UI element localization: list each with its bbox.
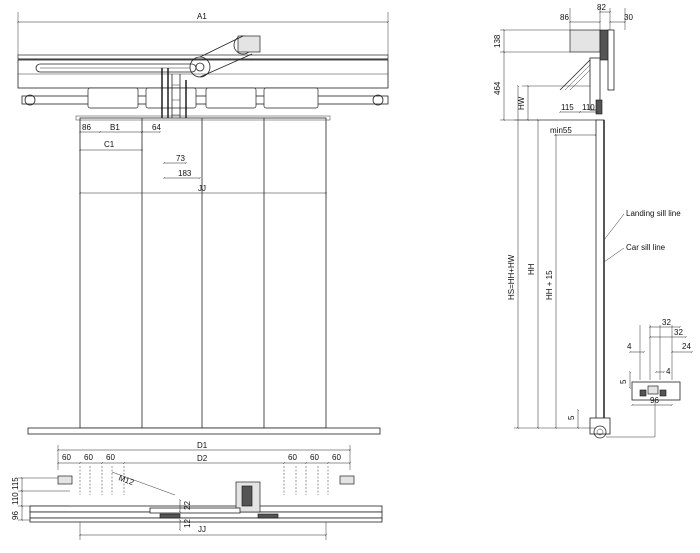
dim-115: 115	[11, 477, 20, 490]
dim-min55: min55	[550, 126, 572, 135]
dim-30: 30	[624, 13, 633, 22]
dim-138: 138	[493, 34, 502, 48]
dim-60-d: 60	[288, 453, 297, 462]
dim-60-b: 60	[84, 453, 93, 462]
plan-view: D1 D2 60 60 60 60 60 60 M12	[11, 441, 383, 540]
dim-32-b: 32	[674, 328, 683, 337]
dim-d1: D1	[197, 441, 208, 450]
dim-hh-15: HH + 15	[545, 270, 554, 300]
dim-5-side: 5	[567, 415, 576, 420]
dim-hh: HH	[527, 263, 536, 275]
label-m12: M12	[117, 473, 135, 487]
dim-4-a: 4	[627, 342, 632, 351]
label-landing-sill: Landing sill line	[626, 209, 681, 218]
dim-464: 464	[493, 81, 502, 95]
sill-detail: 32 32 4 24 4 5 96	[606, 318, 693, 438]
dim-4-b: 4	[666, 367, 671, 376]
dim-115-side: 115	[561, 103, 574, 112]
dim-110-side: 110	[582, 103, 595, 112]
dim-5-detail: 5	[619, 379, 628, 384]
dim-96-detail: 96	[650, 396, 659, 405]
dim-60-a: 60	[62, 453, 71, 462]
dim-24: 24	[682, 342, 691, 351]
dim-c1: C1	[104, 140, 115, 149]
dim-jj-plan: JJ	[198, 525, 206, 534]
dim-hs: HS=HH+HW	[507, 254, 516, 300]
dim-64: 64	[152, 123, 161, 132]
dim-86-side: 86	[560, 13, 569, 22]
front-view: A1	[17, 12, 389, 435]
dim-jj-front: JJ	[198, 184, 206, 193]
dim-22: 22	[183, 501, 192, 510]
dim-32-a: 32	[662, 318, 671, 327]
dim-60-f: 60	[332, 453, 341, 462]
dim-d2: D2	[197, 454, 208, 463]
label-car-sill: Car sill line	[626, 243, 666, 252]
dim-a1: A1	[197, 12, 207, 21]
dim-hw: HW	[517, 96, 526, 110]
dim-82: 82	[597, 3, 606, 12]
dim-60-c: 60	[106, 453, 115, 462]
dim-183: 183	[178, 169, 192, 178]
dim-b1: B1	[110, 123, 120, 132]
dim-60-e: 60	[310, 453, 319, 462]
dim-86: 86	[82, 123, 91, 132]
dim-73: 73	[176, 154, 185, 163]
side-view: 86 82 30 138 464 HW 115 110 min55	[493, 3, 681, 439]
dim-12: 12	[183, 519, 192, 528]
dim-110: 110	[11, 492, 20, 505]
dim-96: 96	[11, 511, 20, 520]
